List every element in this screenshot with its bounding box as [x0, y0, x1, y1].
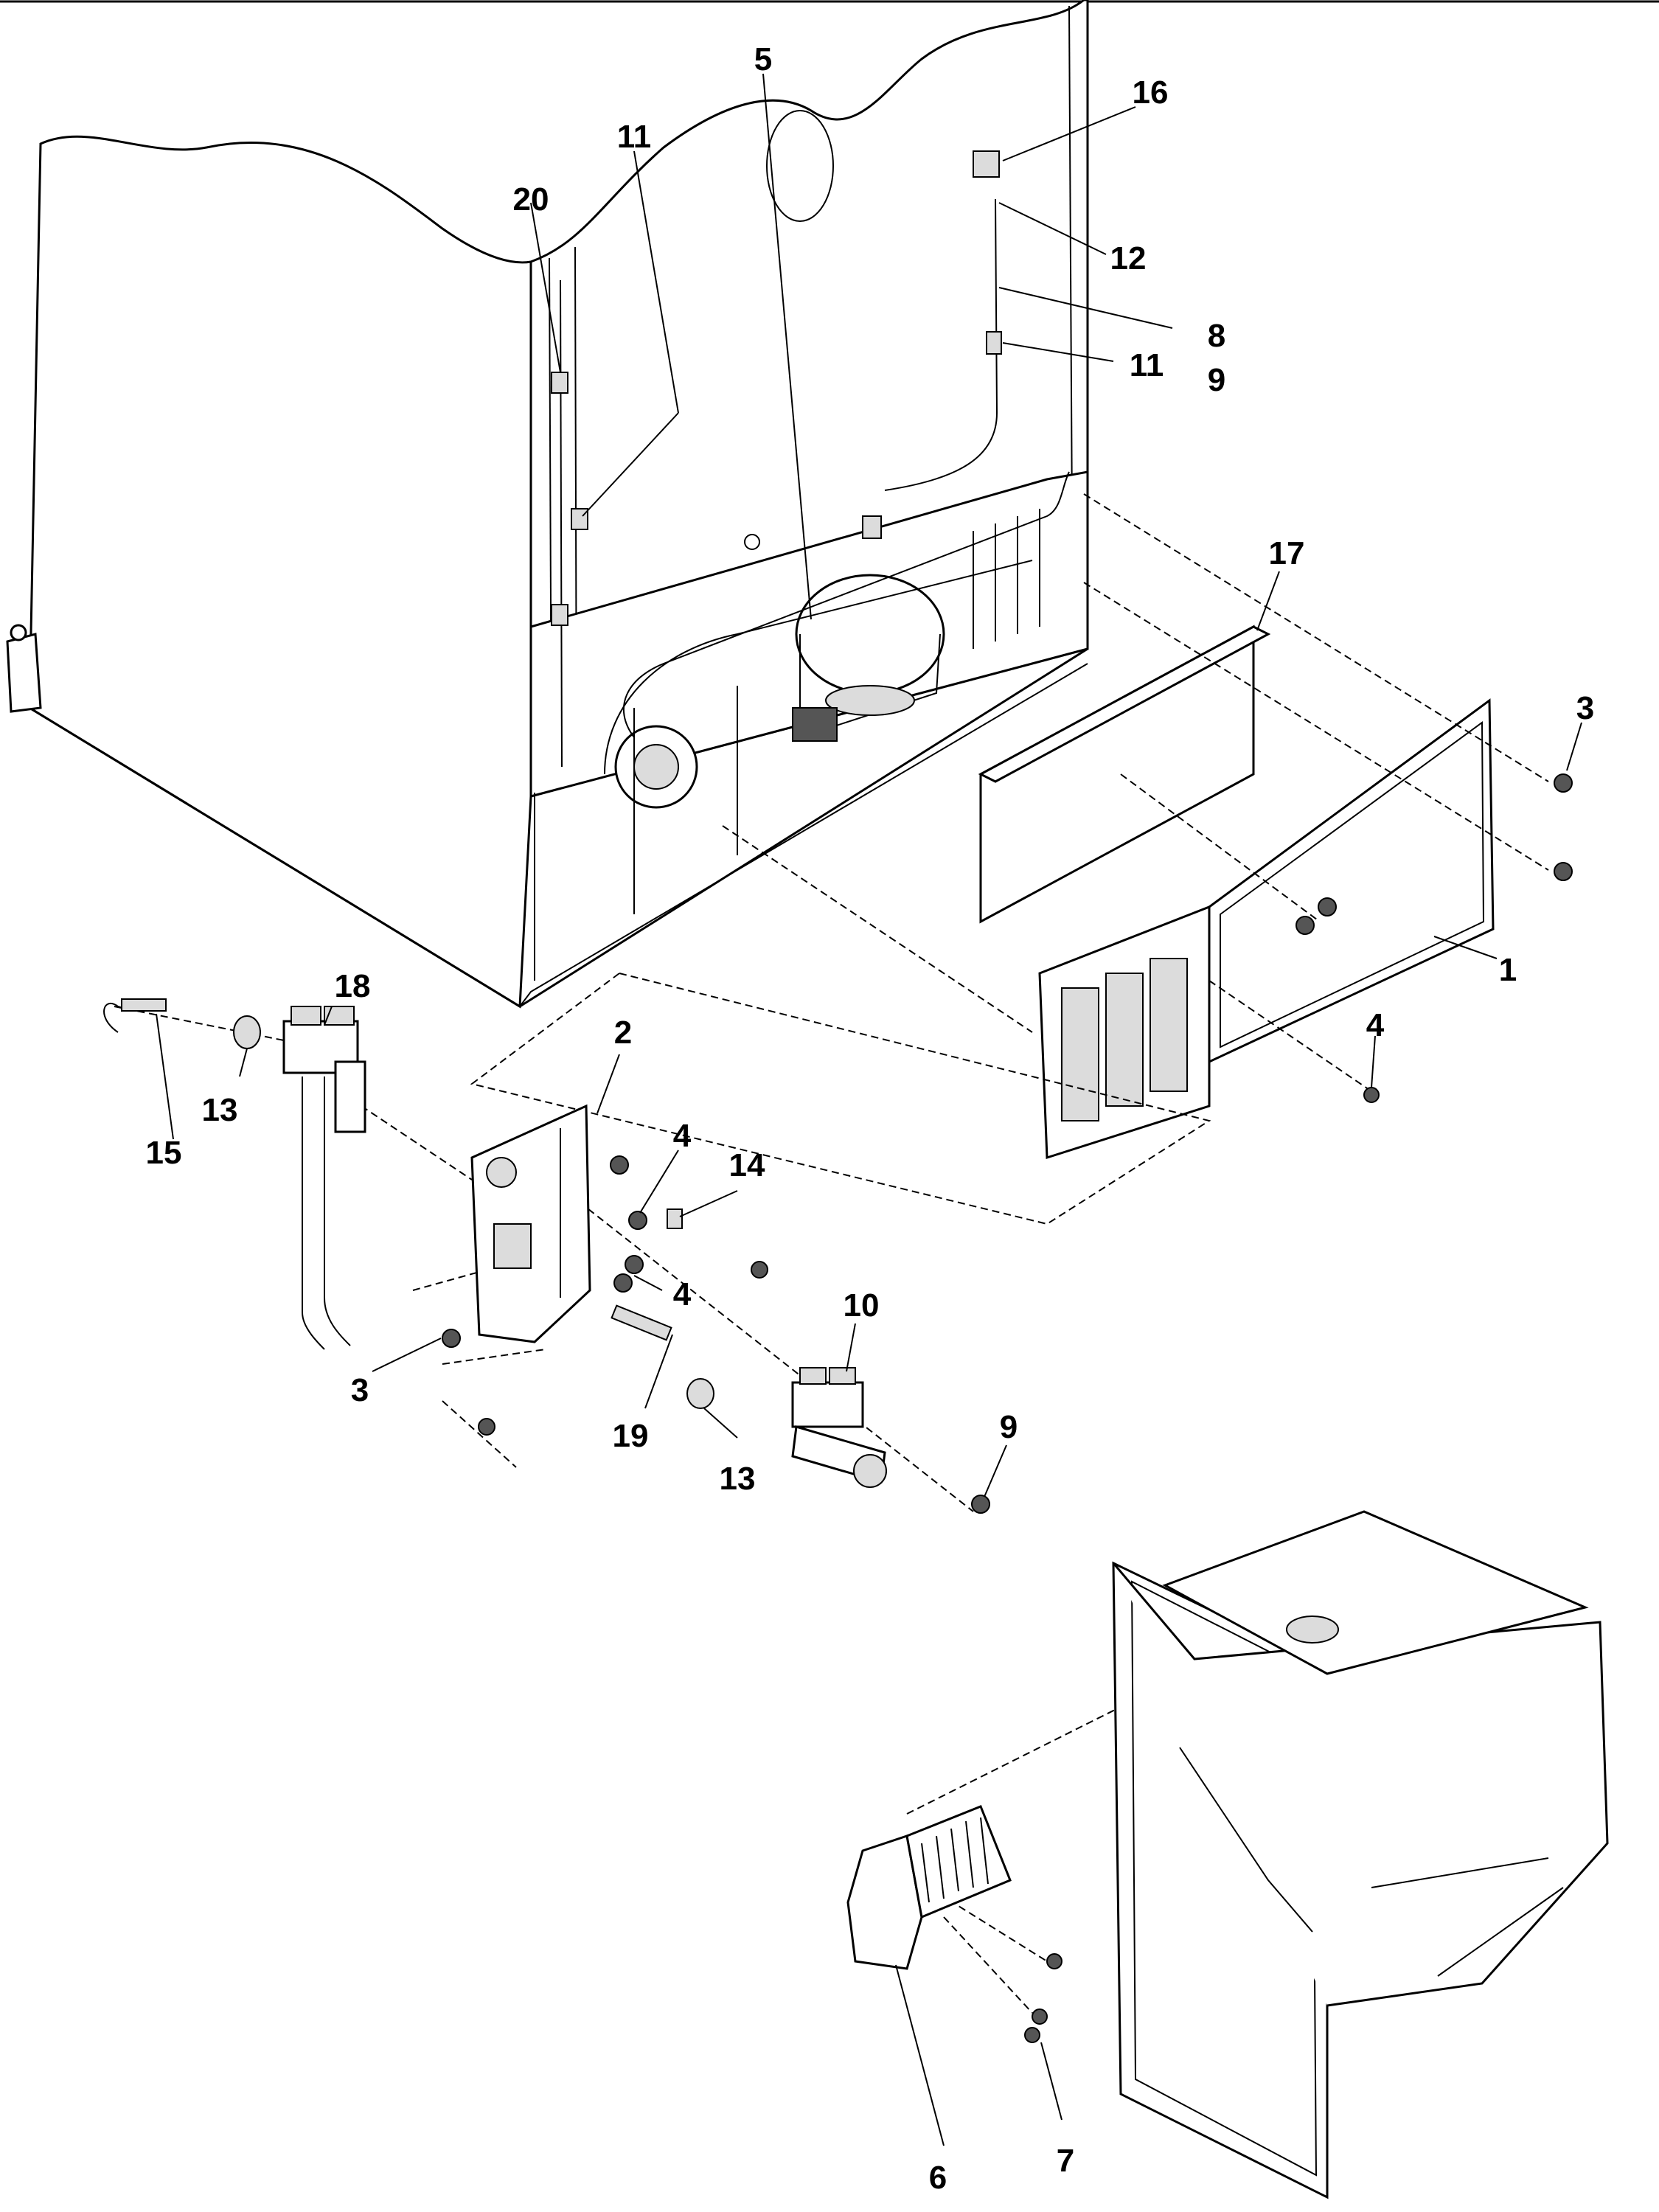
adapter [611, 1304, 672, 1341]
callout-18: 18 [335, 968, 371, 1004]
icemaker [846, 1805, 1012, 1970]
valve-screw [971, 1495, 990, 1514]
callout-8: 8 [1208, 318, 1225, 354]
icemaker-screw [1046, 1953, 1062, 1969]
callout-12: 12 [1110, 240, 1147, 276]
callout-17: 17 [1269, 535, 1305, 571]
refrigerator-cabinet [6, 0, 1089, 1009]
fill-cup-icon [973, 150, 1000, 178]
callout-13: 13 [202, 1092, 238, 1128]
callout-labels: 5 16 11 20 12 8 11 9 17 3 1 4 18 2 13 15… [146, 41, 1595, 2196]
valve-bracket [470, 1104, 591, 1343]
callout-10: 10 [844, 1287, 880, 1324]
callout-11: 11 [617, 119, 652, 155]
callout-4: 4 [1366, 1007, 1385, 1043]
icemaker-screw [1024, 2027, 1040, 2043]
insulation-pad [978, 625, 1271, 924]
cover-louvers [1061, 958, 1188, 1121]
callout-11-right: 11 [1130, 347, 1164, 383]
icemaker-screw [1032, 2008, 1048, 2025]
callout-7: 7 [1057, 2143, 1074, 2179]
freezer-liner [1112, 1510, 1609, 2199]
leader-lines [156, 73, 1582, 2146]
callout-14: 14 [729, 1147, 765, 1183]
callout-15: 15 [146, 1135, 182, 1171]
callout-20: 20 [513, 181, 549, 218]
bracket-screws [442, 1155, 768, 1436]
callout-9: 9 [1208, 362, 1225, 398]
water-valve [791, 1367, 887, 1488]
dual-water-valve [103, 998, 366, 1350]
callout-3-left: 3 [351, 1372, 369, 1408]
callout-19: 19 [613, 1418, 649, 1454]
callout-13-lower: 13 [720, 1461, 756, 1497]
callout-16: 16 [1133, 74, 1169, 111]
callout-3: 3 [1576, 690, 1594, 726]
callout-4-upper: 4 [673, 1118, 692, 1154]
compression-nut [686, 1378, 714, 1409]
callout-9-valve: 9 [1000, 1409, 1018, 1445]
callout-4-lower: 4 [673, 1276, 692, 1312]
rear-access-cover [1038, 698, 1495, 1160]
callout-1: 1 [1499, 952, 1517, 988]
callout-2: 2 [614, 1015, 632, 1051]
callout-6: 6 [929, 2160, 947, 2196]
callout-5: 5 [754, 41, 772, 77]
cover-screws [1295, 773, 1573, 1103]
